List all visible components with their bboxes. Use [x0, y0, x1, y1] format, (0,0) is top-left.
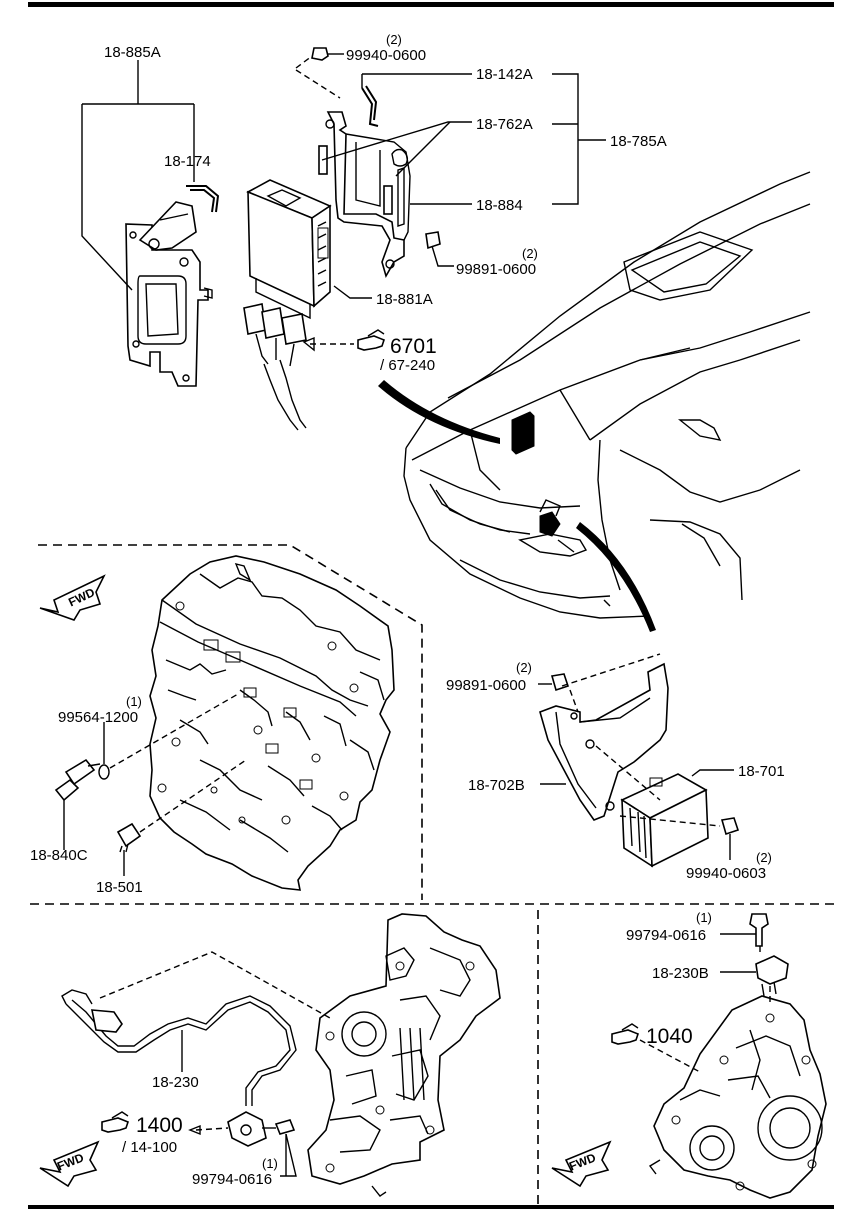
pointing-hand-icon: [101, 1111, 129, 1133]
location-arrow-top: [378, 380, 500, 444]
nut-99940-0600: [311, 47, 329, 61]
leaders-pcm: [538, 653, 734, 860]
nut-99891-0600-top: [425, 231, 441, 250]
top-border: [28, 2, 834, 7]
label-99891-0600-top: 99891-0600: [456, 261, 536, 278]
nut-99940-0603: [720, 817, 740, 836]
leaders-bottom-left: [99, 951, 331, 1177]
leaders-engine: [63, 693, 247, 876]
label-99564-1200: 99564-1200: [58, 709, 138, 726]
part-labels: 18-885A 18-174 (2) 99940-0600 18-142A 18…: [30, 32, 785, 1188]
label-18-230B: 18-230B: [652, 965, 709, 982]
label-99940-0603-qty: (2): [756, 850, 772, 865]
pcm-location-marker: [539, 511, 561, 537]
bracket-18-142A: [361, 85, 379, 127]
harness-18-230: [61, 989, 297, 1106]
bottom-border: [28, 1205, 834, 1209]
label-99794-0616-left: 99794-0616: [192, 1171, 272, 1188]
label-99564-1200-qty: (1): [126, 694, 142, 709]
label-18-840C: 18-840C: [30, 847, 88, 864]
label-99794-0616-left-qty: (1): [262, 1156, 278, 1171]
fwd-arrow-icon: [39, 1140, 100, 1188]
fwd-arrow-icon: [551, 1140, 612, 1188]
leaders-top-right: [295, 53, 606, 352]
location-arrow-right: [576, 522, 656, 632]
label-18-881A: 18-881A: [376, 291, 433, 308]
label-18-702B: 18-702B: [468, 777, 525, 794]
label-99940-0600: 99940-0600: [346, 47, 426, 64]
label-99891-0600-top-qty: (2): [522, 246, 538, 261]
bolt-99794-0616-right: [749, 913, 769, 947]
pcm-18-701: [620, 773, 709, 868]
bracket-18-884: [318, 111, 411, 279]
ecu-harness: [243, 303, 307, 431]
label-99891-0600-mid-qty: (2): [516, 660, 532, 675]
transmission-case: [648, 995, 827, 1199]
bracket-18-174: [186, 185, 220, 213]
label-18-884: 18-884: [476, 197, 523, 214]
leaders-18-885A: [81, 60, 195, 291]
label-99940-0603: 99940-0603: [686, 865, 766, 882]
label-ref-67-240: / 67-240: [380, 357, 435, 374]
nut-99891-0600-mid: [550, 673, 570, 692]
label-ref-14-100: / 14-100: [122, 1139, 177, 1156]
label-ref-1040: 1040: [646, 1025, 693, 1048]
label-18-174: 18-174: [164, 153, 211, 170]
timing-cover: [307, 913, 501, 1197]
fwd-arrow-icon: FWD: [39, 574, 106, 621]
label-99794-0616-right-qty: (1): [696, 910, 712, 925]
label-18-142A: 18-142A: [476, 66, 533, 83]
label-99794-0616-right: 99794-0616: [626, 927, 706, 944]
bracket-18-702B: [539, 662, 669, 821]
label-18-762A: 18-762A: [476, 116, 533, 133]
sensor-18-230: [227, 1111, 267, 1147]
label-18-885A: 18-885A: [104, 44, 161, 61]
label-ref-1400: 1400: [136, 1114, 183, 1137]
label-18-701: 18-701: [738, 763, 785, 780]
label-99940-0600-qty: (2): [386, 32, 402, 47]
pointing-hand-icon: [357, 329, 385, 351]
label-18-785A: 18-785A: [610, 133, 667, 150]
label-18-501: 18-501: [96, 879, 143, 896]
ecu-18-881A: [246, 179, 332, 320]
label-18-230: 18-230: [152, 1074, 199, 1091]
ecu-location-marker: [511, 411, 535, 455]
label-99891-0600-mid: 99891-0600: [446, 677, 526, 694]
leaders-bottom-right: [639, 933, 771, 1073]
sensor-18-230B: [755, 955, 789, 997]
sensor-18-501: [116, 822, 142, 853]
bolt-99794-0616-left: [268, 1119, 296, 1135]
section-dividers: [30, 544, 834, 1205]
bracket-18-885A: [125, 201, 213, 387]
pointing-hand-icon: [611, 1023, 639, 1045]
sensor-18-840C: [54, 758, 110, 802]
engine-block: [149, 555, 395, 891]
label-ref-6701: 6701: [390, 335, 437, 358]
